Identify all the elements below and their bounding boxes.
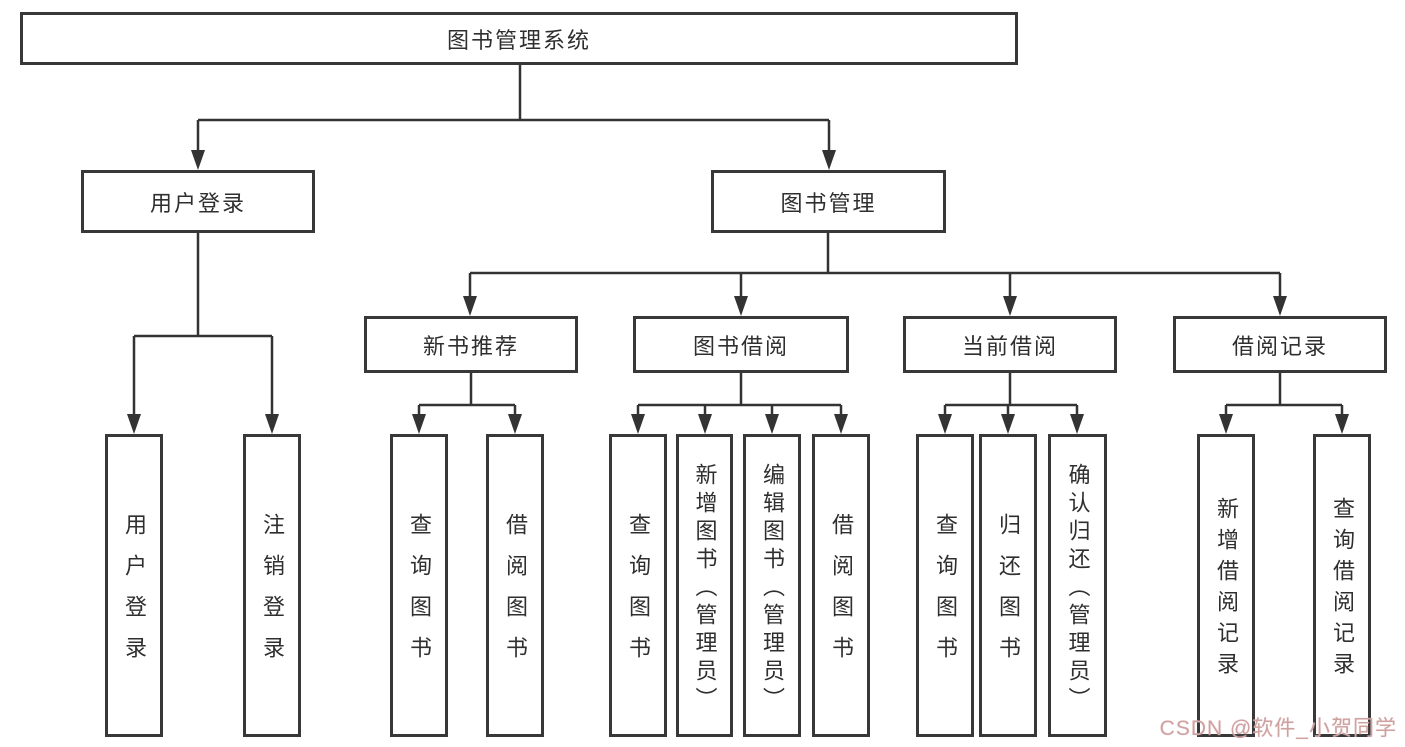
node-label: 新书推荐 (422, 333, 519, 359)
node-label: 图书管理 (780, 190, 877, 216)
leaf-label: 查询图书 (933, 513, 958, 677)
leaf-add-borrow-record: 新增借阅记录 (1197, 434, 1255, 737)
leaf-label: 编辑图书（管理员） (760, 462, 785, 715)
node-book-borrow: 图书借阅 (633, 316, 849, 373)
node-system-root: 图书管理系统 (20, 12, 1018, 65)
node-user-login-branch: 用户登录 (81, 170, 315, 233)
leaf-label: 用户登录 (122, 513, 147, 677)
leaf-edit-books-admin: 编辑图书（管理员） (743, 434, 801, 737)
node-new-book-recommend: 新书推荐 (364, 316, 578, 373)
leaf-label: 归还图书 (996, 513, 1021, 677)
leaf-label: 注销登录 (260, 513, 285, 677)
leaf-query-books-1: 查询图书 (390, 434, 448, 737)
node-label: 图书管理系统 (446, 27, 591, 53)
leaf-label: 确认归还（管理员） (1065, 462, 1091, 715)
leaf-return-books: 归还图书 (979, 434, 1037, 737)
node-current-borrow: 当前借阅 (903, 316, 1117, 373)
leaf-borrow-books-1: 借阅图书 (486, 434, 544, 737)
watermark: CSDN @软件_小贺同学 (1159, 717, 1397, 740)
node-label: 图书借阅 (692, 333, 789, 359)
leaf-query-books-2: 查询图书 (609, 434, 667, 737)
node-label: 用户登录 (149, 190, 246, 216)
node-label: 当前借阅 (961, 333, 1058, 359)
leaf-add-books-admin: 新增图书（管理员） (676, 434, 733, 737)
leaf-confirm-return-admin: 确认归还（管理员） (1048, 434, 1107, 737)
node-label: 借阅记录 (1231, 333, 1328, 359)
leaf-label: 查询借阅记录 (1330, 497, 1355, 683)
leaf-logout: 注销登录 (243, 434, 301, 737)
leaf-query-borrow-record: 查询借阅记录 (1313, 434, 1371, 737)
node-borrow-records: 借阅记录 (1173, 316, 1387, 373)
node-book-management-branch: 图书管理 (711, 170, 946, 233)
leaf-label: 查询图书 (407, 513, 432, 677)
leaf-user-login: 用户登录 (105, 434, 163, 737)
leaf-label: 新增图书（管理员） (692, 462, 718, 715)
leaf-label: 借阅图书 (503, 513, 528, 677)
leaf-label: 查询图书 (626, 513, 651, 677)
leaf-query-books-3: 查询图书 (916, 434, 974, 737)
leaf-label: 借阅图书 (829, 513, 854, 677)
leaf-borrow-books-2: 借阅图书 (812, 434, 870, 737)
leaf-label: 新增借阅记录 (1214, 497, 1239, 683)
